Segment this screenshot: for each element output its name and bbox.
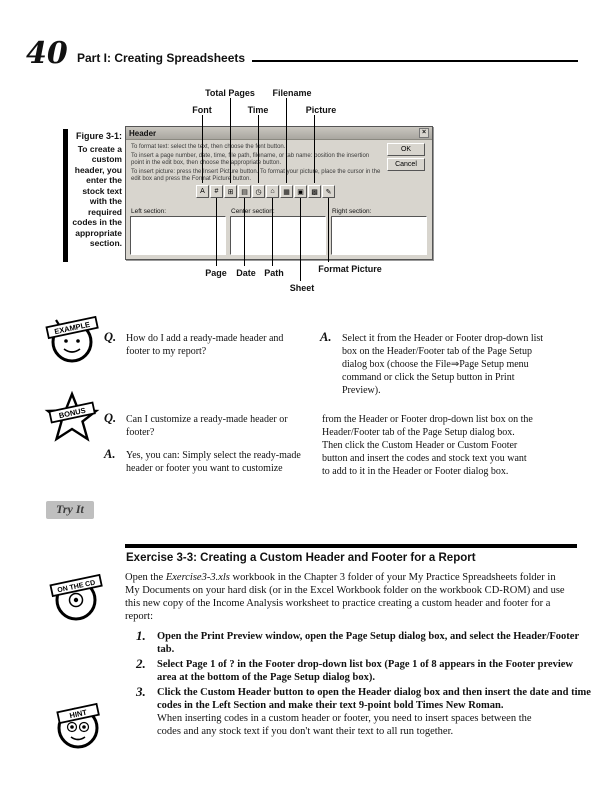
callout-line xyxy=(258,115,259,183)
callout-time: Time xyxy=(247,105,269,115)
step-1-number: 1. xyxy=(136,628,146,643)
callout-total-pages: Total Pages xyxy=(205,88,255,98)
on-the-cd-icon: ON THE CD xyxy=(49,573,103,621)
left-section-input[interactable] xyxy=(130,216,226,255)
right-section-label: Right section: xyxy=(332,208,372,215)
q2-label: Q. xyxy=(104,411,117,425)
exercise-title: Exercise 3-3: Creating a Custom Header a… xyxy=(126,552,476,564)
running-head-rule xyxy=(252,60,578,62)
hint-icon-label: HINT xyxy=(69,708,88,721)
instruction-line: To insert a page number, date, time, fil… xyxy=(131,152,370,167)
page-number-icon: # xyxy=(214,188,219,195)
left-section-label: Left section: xyxy=(131,208,167,215)
ok-button[interactable]: OK xyxy=(387,143,425,156)
center-section-label: Center section: xyxy=(231,208,275,215)
picture-icon: ▩ xyxy=(311,188,318,196)
date-icon: ▤ xyxy=(241,188,248,196)
dialog-instructions: To format text: select the text, then ch… xyxy=(131,144,383,185)
instruction-line: To format text: select the text, then ch… xyxy=(131,144,286,150)
callout-line xyxy=(202,115,203,183)
callout-page: Page xyxy=(205,268,227,278)
close-icon[interactable]: × xyxy=(419,128,429,138)
format-picture-button[interactable]: ✎ xyxy=(322,185,335,198)
instruction-line: To insert picture: press the Insert Pict… xyxy=(131,168,381,183)
a2-label: A. xyxy=(104,447,116,461)
a2-text-left: Yes, you can: Simply select the ready-ma… xyxy=(126,450,301,474)
callout-date: Date xyxy=(236,268,256,278)
dialog-titlebar[interactable]: Header × xyxy=(126,127,432,140)
path-button[interactable]: ⌂ xyxy=(266,185,279,198)
callout-line xyxy=(328,198,329,262)
callout-filename: Filename xyxy=(272,88,312,98)
filename-button[interactable]: ▦ xyxy=(280,185,293,198)
q1-label: Q. xyxy=(104,330,117,344)
font-icon: A xyxy=(200,188,205,195)
a2-text-right: from the Header or Footer drop-down list… xyxy=(322,414,533,477)
try-it-badge: Try It xyxy=(46,501,94,519)
font-button[interactable]: A xyxy=(196,185,209,198)
callout-path: Path xyxy=(264,268,284,278)
callout-line xyxy=(272,198,273,266)
figure-caption: Figure 3-1: To create a custom header, y… xyxy=(70,131,122,249)
exercise-intro-pre: Open the xyxy=(125,572,166,583)
date-button[interactable]: ▤ xyxy=(238,185,251,198)
callout-font: Font xyxy=(192,105,212,115)
step-2-literal: Page 1 of ? xyxy=(185,659,235,670)
picture-button[interactable]: ▩ xyxy=(308,185,321,198)
time-button[interactable]: ◷ xyxy=(252,185,265,198)
step-2-number: 2. xyxy=(136,656,146,671)
total-pages-icon: ⊞ xyxy=(227,188,234,196)
figure-caption-text: To create a custom header, you enter the… xyxy=(72,143,122,249)
exercise-intro-post: workbook in the Chapter 3 folder of your… xyxy=(125,572,565,622)
example-icon: EXAMPLE xyxy=(45,315,99,363)
a1-label: A. xyxy=(320,330,332,344)
filename-icon: ▦ xyxy=(283,188,290,196)
cancel-button[interactable]: Cancel xyxy=(387,158,425,171)
callout-line xyxy=(230,98,231,183)
callout-line xyxy=(216,198,217,266)
page-number: 40 xyxy=(26,36,68,71)
q2-text: Can I customize a ready-made header or f… xyxy=(126,414,288,438)
header-dialog: Header × To format text: select the text… xyxy=(125,126,433,260)
figure-caption-bar xyxy=(63,129,68,262)
sheet-name-icon: ▣ xyxy=(297,188,304,196)
format-picture-icon: ✎ xyxy=(325,188,332,196)
hint-text: When inserting codes in a custom header … xyxy=(157,713,532,737)
dialog-title: Header xyxy=(129,128,157,138)
page-number-button[interactable]: # xyxy=(210,185,223,198)
step-2-post: in the Footer drop-down list box (Page 1… xyxy=(157,659,573,683)
dialog-toolbar: A # ⊞ ▤ ◷ ⌂ ▦ ▣ ▩ ✎ xyxy=(196,185,335,198)
hint-icon: HINT xyxy=(56,702,100,749)
total-pages-button[interactable]: ⊞ xyxy=(224,185,237,198)
right-section-input[interactable] xyxy=(331,216,427,255)
figure-label: Figure 3-1: xyxy=(75,131,122,141)
exercise-intro: Open the Exercise3-3.xls workbook in the… xyxy=(125,571,572,623)
callout-sheet: Sheet xyxy=(289,283,315,293)
callout-picture: Picture xyxy=(305,105,337,115)
callout-line xyxy=(286,98,287,183)
sheet-name-button[interactable]: ▣ xyxy=(294,185,307,198)
step-3-number: 3. xyxy=(136,684,146,699)
path-icon: ⌂ xyxy=(270,188,275,195)
step-2-pre: Select xyxy=(157,659,186,670)
q1-text: How do I add a ready-made header and foo… xyxy=(126,333,284,357)
a1-text: Select it from the Header or Footer drop… xyxy=(342,333,544,396)
step-2-text: Select Page 1 of ? in the Footer drop-do… xyxy=(157,658,592,684)
exercise-workbook-filename: Exercise3-3.xls xyxy=(165,572,230,583)
callout-format-picture: Format Picture xyxy=(318,264,382,274)
running-head: Part I: Creating Spreadsheets xyxy=(77,51,246,65)
time-icon: ◷ xyxy=(255,188,262,196)
step-1-text: Open the Print Preview window, open the … xyxy=(157,631,579,655)
callout-line xyxy=(244,198,245,266)
center-section-input[interactable] xyxy=(230,216,326,255)
exercise-rule xyxy=(125,544,577,548)
step-3-text: Click the Custom Header button to open t… xyxy=(157,687,591,711)
callout-line xyxy=(314,115,315,183)
callout-line xyxy=(300,198,301,281)
bonus-icon: BONUS xyxy=(44,390,100,442)
